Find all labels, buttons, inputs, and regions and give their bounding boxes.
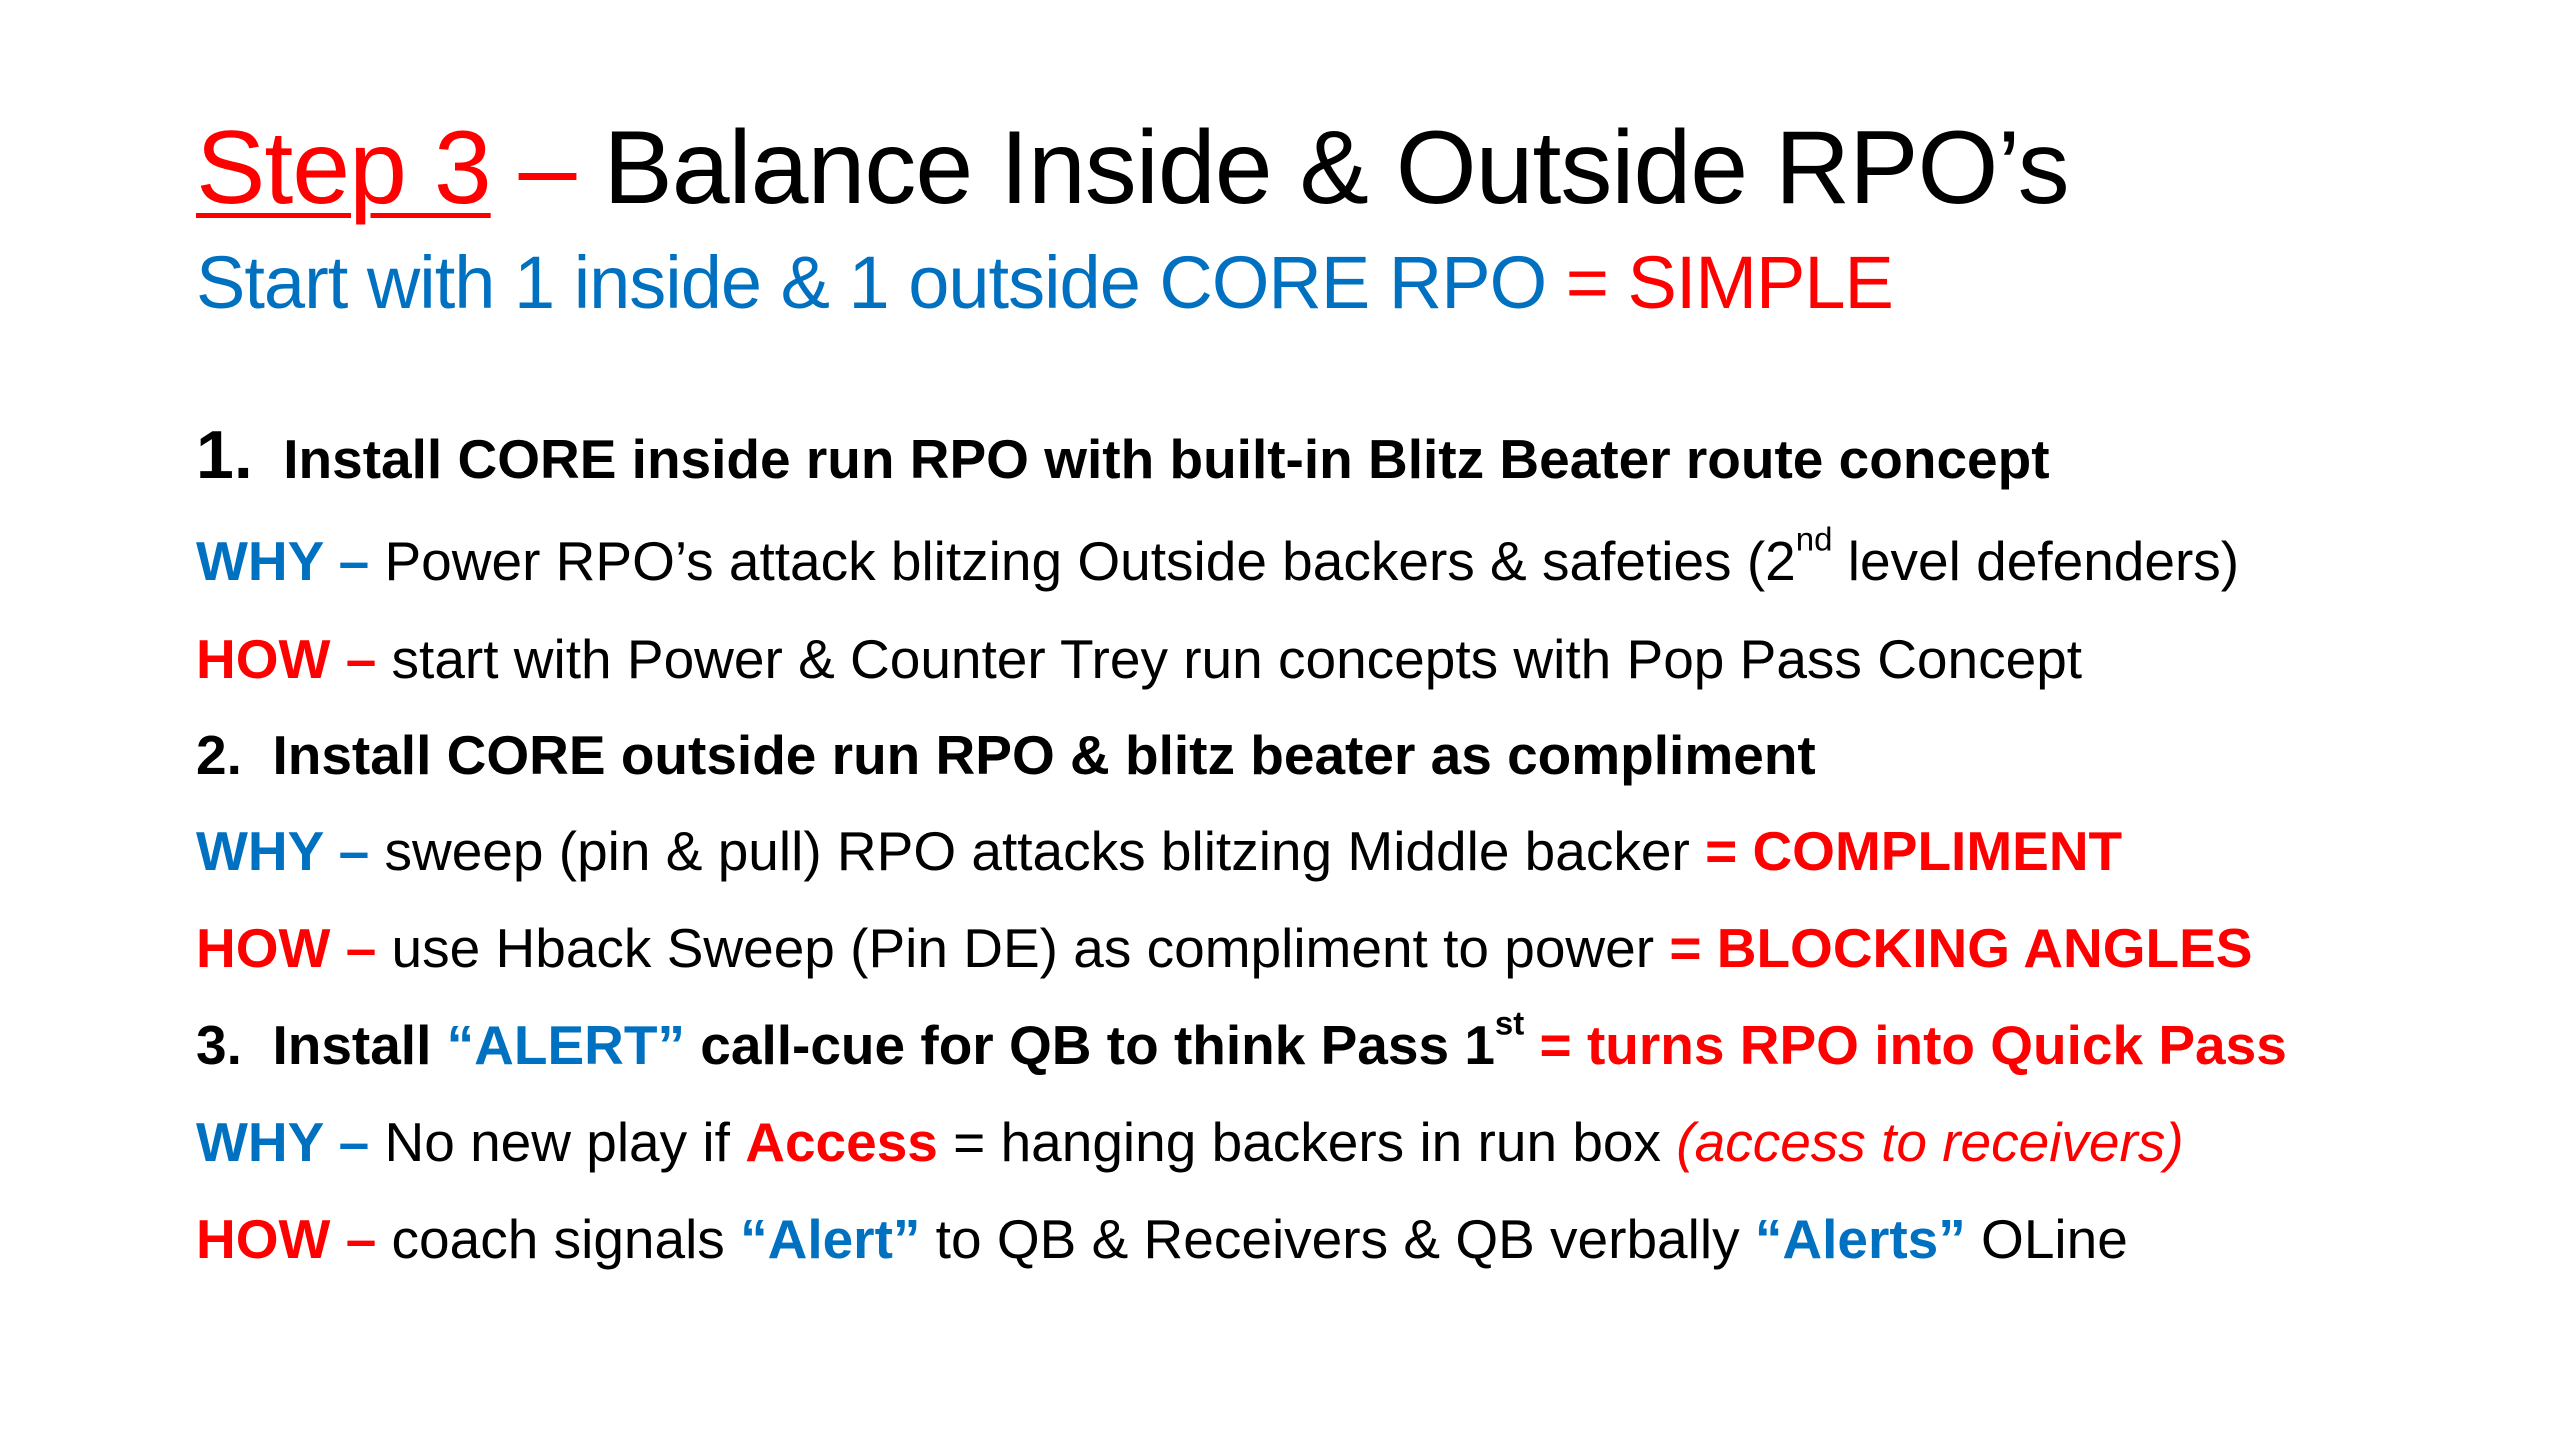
item-3-why-label: WHY – — [196, 1111, 370, 1173]
item-3-how-alert-1: “Alert” — [740, 1208, 921, 1270]
item-3-emph: = turns RPO into Quick Pass — [1524, 1014, 2287, 1076]
item-1-why-text-b: level defenders) — [1832, 530, 2240, 592]
title-text: Balance Inside & Outside RPO’s — [603, 110, 2069, 226]
item-1-why-label: WHY – — [196, 530, 370, 592]
item-3-alert: “ALERT” — [446, 1014, 685, 1076]
item-1-text: Install CORE inside run RPO with built-i… — [283, 428, 2050, 490]
item-2-why-emph: = COMPLIMENT — [1705, 820, 2123, 882]
title-dash: – — [490, 110, 604, 226]
item-2-heading: 2. Install CORE outside run RPO & blitz … — [196, 722, 1816, 788]
item-2-how-text: use Hback Sweep (Pin DE) as compliment t… — [376, 917, 1670, 979]
subtitle-red: = SIMPLE — [1565, 241, 1894, 324]
slide-subtitle: Start with 1 inside & 1 outside CORE RPO… — [196, 238, 1894, 328]
item-1-why-text-a: Power RPO’s attack blitzing Outside back… — [369, 530, 1796, 592]
item-3-text-a: Install — [272, 1014, 447, 1076]
item-1-number: 1. — [196, 417, 253, 493]
item-3-text-b: call-cue for QB to think Pass 1 — [684, 1014, 1495, 1076]
item-3-how-text-b: to QB & Receivers & QB verbally — [920, 1208, 1755, 1270]
item-3-why-text-a: No new play if — [369, 1111, 746, 1173]
item-3-how: HOW – coach signals “Alert” to QB & Rece… — [196, 1206, 2128, 1272]
slide-title: Step 3 – Balance Inside & Outside RPO’s — [196, 106, 2070, 230]
item-3-number: 3. — [196, 1014, 242, 1076]
item-2-text: Install CORE outside run RPO & blitz bea… — [272, 724, 1816, 786]
item-3-why-italic: (access to receivers) — [1676, 1111, 2184, 1173]
item-3-why-access: Access — [745, 1111, 938, 1173]
item-3-why: WHY – No new play if Access = hanging ba… — [196, 1109, 2184, 1175]
item-2-how: HOW – use Hback Sweep (Pin DE) as compli… — [196, 915, 2252, 981]
title-step: Step 3 — [196, 110, 492, 226]
item-3-how-text-a: coach signals — [376, 1208, 741, 1270]
item-1-why: WHY – Power RPO’s attack blitzing Outsid… — [196, 522, 2240, 594]
item-3-how-alert-2: “Alerts” — [1754, 1208, 1966, 1270]
item-1-how-text: start with Power & Counter Trey run conc… — [376, 628, 2083, 690]
item-1-how: HOW – start with Power & Counter Trey ru… — [196, 626, 2082, 692]
item-2-how-emph: = BLOCKING ANGLES — [1669, 917, 2253, 979]
item-3-heading: 3. Install “ALERT” call-cue for QB to th… — [196, 1006, 2287, 1078]
item-2-how-label: HOW – — [196, 917, 377, 979]
item-2-why-label: WHY – — [196, 820, 370, 882]
item-2-why-text: sweep (pin & pull) RPO attacks blitzing … — [369, 820, 1706, 882]
subtitle-blue: Start with 1 inside & 1 outside CORE RPO — [196, 241, 1566, 324]
item-2-number: 2. — [196, 724, 242, 786]
item-3-why-text-b: = hanging backers in run box — [937, 1111, 1677, 1173]
item-1-heading: 1. Install CORE inside run RPO with buil… — [196, 421, 2050, 492]
item-2-why: WHY – sweep (pin & pull) RPO attacks bli… — [196, 818, 2122, 884]
item-3-how-text-c: OLine — [1965, 1208, 2128, 1270]
item-1-how-label: HOW – — [196, 628, 377, 690]
item-3-sup: st — [1494, 1004, 1525, 1042]
item-3-how-label: HOW – — [196, 1208, 377, 1270]
item-1-why-sup: nd — [1795, 520, 1833, 558]
